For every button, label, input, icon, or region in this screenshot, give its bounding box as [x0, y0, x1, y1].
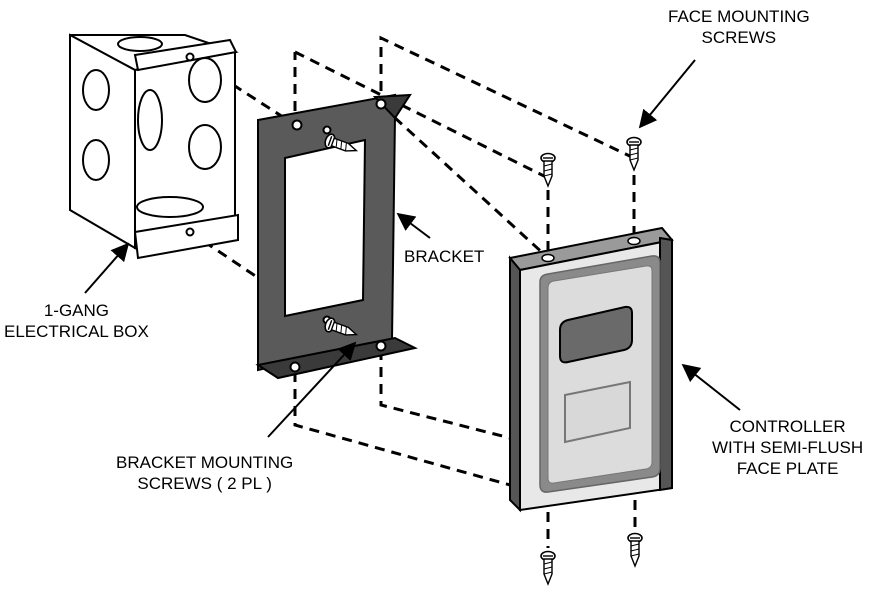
leader-electrical-box [84, 242, 130, 294]
label-face-mounting-screws: FACE MOUNTING SCREWS [668, 7, 810, 47]
alignment-line-bracket-right-top [379, 35, 635, 160]
leader-lines [84, 59, 741, 438]
controller [508, 226, 674, 513]
alignment-line-bracket-right-bottom [379, 350, 511, 440]
label-electrical-box: 1-GANG ELECTRICAL BOX [4, 301, 149, 341]
label-bracket-mounting-screws: BRACKET MOUNTING SCREWS ( 2 PL ) [116, 453, 294, 493]
screw-icon [627, 532, 643, 567]
bracket [255, 93, 418, 380]
leader-controller [681, 363, 741, 411]
leader-face-screws [638, 59, 696, 129]
label-bracket: BRACKET [404, 247, 485, 266]
alignment-line-diagonal-top [380, 104, 548, 258]
screw-icon [540, 152, 556, 187]
leader-bracket [396, 212, 431, 239]
display-window [559, 305, 633, 364]
leader-bracket-screws [267, 341, 357, 438]
screw-icon [540, 550, 556, 585]
alignment-line-bracket-left-bottom [293, 372, 511, 487]
label-controller: CONTROLLER WITH SEMI-FLUSH FACE PLATE [712, 417, 864, 478]
alignment-line-top-left [294, 50, 549, 180]
electrical-box [69, 33, 239, 260]
screw-icon [626, 136, 642, 171]
faceplate-panel [564, 380, 631, 444]
